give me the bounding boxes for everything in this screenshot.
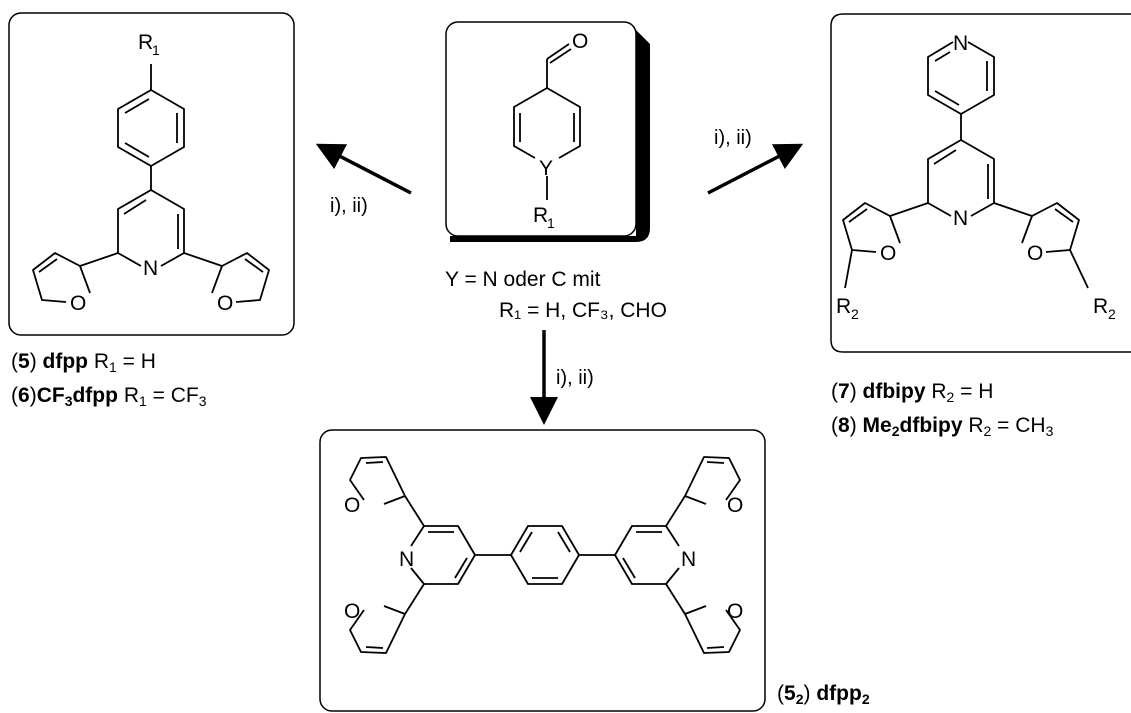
- start-material-definition-line1: Y = N oder C mit: [445, 268, 601, 291]
- label-compound-8: (8) Me2dfbipy R2 = CH3: [831, 414, 1054, 439]
- atom-n-dfpp2-left: N: [399, 548, 414, 571]
- frame-dfpp2: [319, 429, 766, 712]
- frame-start-material: [445, 21, 637, 237]
- atom-y: Y: [539, 157, 553, 180]
- arrow-to-dfpp: [315, 143, 412, 195]
- condition-left: i), ii): [330, 195, 368, 217]
- frame-dfpp: [8, 12, 295, 336]
- atom-o-dfpp2-br: O: [727, 600, 743, 623]
- structure-dfpp2: [349, 456, 741, 654]
- atom-o-dfpp2-tl: O: [344, 494, 360, 517]
- label-compound-5-2: (52) dfpp2: [777, 682, 870, 707]
- atom-r2-dfbipy-right: R: [1093, 295, 1108, 318]
- condition-right: i), ii): [714, 127, 752, 149]
- atom-n-dfbipy-center: N: [953, 207, 968, 230]
- atom-r1-sub-dfpp: 1: [152, 42, 160, 58]
- label-compound-5: (5) dfpp R1 = H: [11, 350, 156, 375]
- atom-r2-sub-dfbipy-left: 2: [851, 306, 859, 322]
- atom-o-dfpp-left: O: [70, 292, 86, 315]
- atom-n-dfpp2-right: N: [681, 548, 696, 571]
- arrow-to-dfbipy: [707, 143, 804, 195]
- atom-r1-sub-aldehyde: 1: [547, 215, 555, 231]
- atom-o-dfbipy-right: O: [1027, 242, 1043, 265]
- atom-r1-dfpp: R: [138, 31, 153, 54]
- label-compound-7: (7) dfbipy R2 = H: [831, 380, 994, 405]
- structure-dfbipy: [842, 41, 1089, 289]
- atom-o-dfpp2-tr: O: [727, 494, 743, 517]
- atom-o-dfpp-right: O: [217, 292, 233, 315]
- structure-aldehyde: [513, 43, 581, 200]
- atom-r2-sub-dfbipy-right: 2: [1108, 306, 1116, 322]
- frame-dfbipy: [830, 13, 1131, 353]
- atom-o-dfpp2-bl: O: [344, 600, 360, 623]
- atom-o-dfbipy-left: O: [880, 242, 896, 265]
- atom-n-dfbipy-top: N: [953, 32, 968, 55]
- label-compound-6: (6)CF3dfpp R1 = CF3: [11, 384, 207, 409]
- atom-r2-dfbipy-left: R: [836, 295, 851, 318]
- structure-dfpp: [32, 64, 270, 303]
- start-material-definition-line2: R₁ = H, CF₃, CHO: [499, 299, 667, 322]
- atom-o-aldehyde: O: [572, 30, 588, 53]
- condition-down: i), ii): [556, 367, 594, 389]
- atom-n-dfpp: N: [143, 257, 158, 280]
- atom-r1-aldehyde: R: [533, 204, 548, 227]
